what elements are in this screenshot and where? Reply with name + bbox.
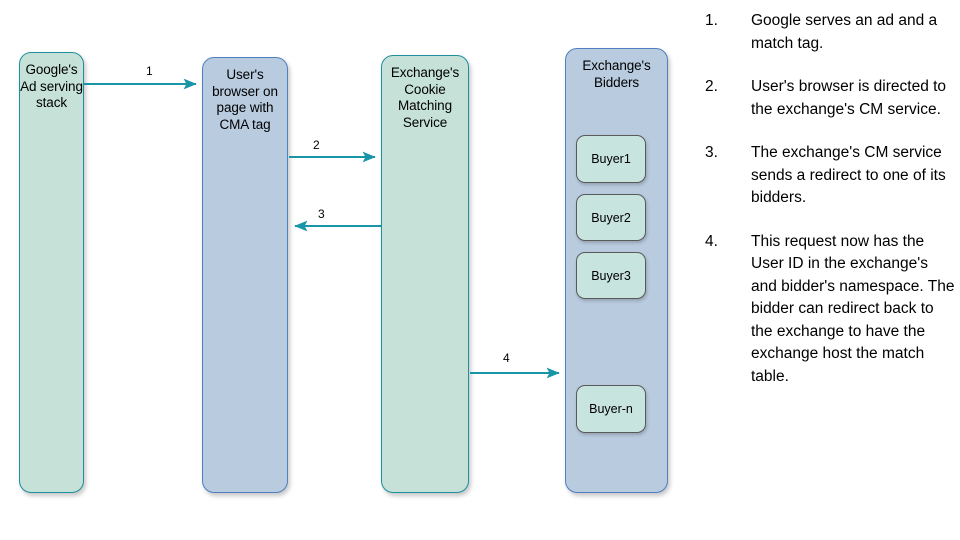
buyer-box-buyer3[interactable]: Buyer3 [576,252,646,299]
arrow-number-2: 2 [313,138,320,152]
box-google-ad-serving-stack[interactable]: Google's Ad serving stack [19,52,84,493]
buyer-label-buyer-n: Buyer-n [589,402,633,416]
buyer-box-buyer-n[interactable]: Buyer-n [576,385,646,433]
step-number: 4. [705,232,718,250]
list-item: 3. The exchange's CM service sends a red… [705,142,955,210]
box-exchange-cookie-matching-service[interactable]: Exchange's Cookie Matching Service [381,55,469,493]
box-label-exchange-cookie-matching-service: Exchange's Cookie Matching Service [390,65,460,130]
box-label-google-ad-serving-stack: Google's Ad serving stack [20,62,83,110]
arrow-number-3: 3 [318,207,325,221]
buyer-label-buyer3: Buyer3 [591,268,631,283]
list-item: 4. This request now has the User ID in t… [705,231,955,389]
step-number: 1. [705,12,718,29]
step-number: 2. [705,78,718,95]
list-item: 1. Google serves an ad and a match tag. [705,10,955,55]
box-user-browser[interactable]: User's browser on page with CMA tag [202,57,288,493]
buyer-label-buyer2: Buyer2 [591,210,631,225]
buyer-label-buyer1: Buyer1 [591,152,631,166]
list-item: 2. User's browser is directed to the exc… [705,76,955,121]
arrow-number-4: 4 [503,351,510,365]
steps-list: 1. Google serves an ad and a match tag. … [705,10,955,409]
box-label-user-browser: User's browser on page with CMA tag [212,67,278,132]
step-text: The exchange's CM service sends a redire… [751,144,946,206]
step-number: 3. [705,144,718,161]
box-label-exchange-bidders: Exchange's Bidders [582,58,651,90]
step-text: This request now has the User ID in the … [751,232,955,385]
buyer-box-buyer2[interactable]: Buyer2 [576,194,646,241]
step-text: Google serves an ad and a match tag. [751,12,938,52]
buyer-box-buyer1[interactable]: Buyer1 [576,135,646,183]
step-text: User's browser is directed to the exchan… [751,78,947,118]
arrow-number-1: 1 [146,64,153,78]
